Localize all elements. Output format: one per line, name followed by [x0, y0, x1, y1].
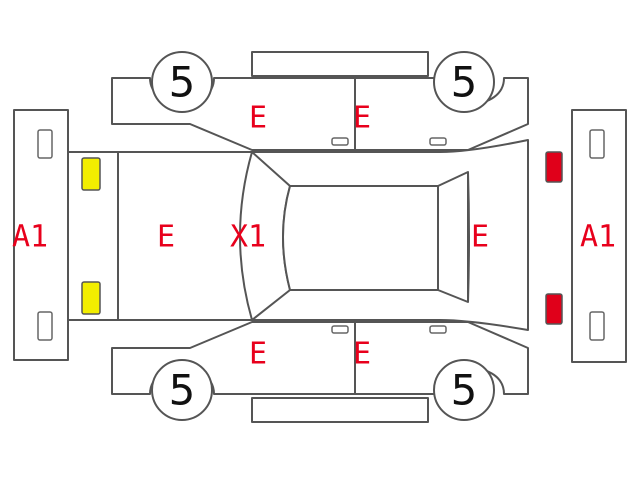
right-front-door-code: E [249, 337, 267, 372]
front-bumper [13, 109, 69, 361]
taillight-icon [545, 151, 563, 183]
wheel-rear-right-label: 5 [451, 366, 478, 415]
right-side-panel [111, 321, 529, 423]
hood-code: E [157, 220, 175, 255]
left-rear-door-code: E [353, 101, 371, 136]
front-bumper-code: A1 [12, 220, 48, 255]
rear-bumper-code: A1 [580, 220, 616, 255]
headlight-icon [81, 281, 101, 315]
headlight-icon [81, 157, 101, 191]
rear-bumper [571, 109, 627, 363]
wheel-rear-left: 5 [433, 51, 495, 113]
wheel-rear-left-label: 5 [451, 58, 478, 107]
left-side-panel [111, 51, 529, 151]
wheel-front-left: 5 [151, 51, 213, 113]
left-front-door-code: E [249, 101, 267, 136]
windshield-code: X1 [230, 220, 266, 255]
wheel-rear-right: 5 [433, 359, 495, 421]
wheel-front-right-label: 5 [169, 366, 196, 415]
right-rear-door-code: E [353, 337, 371, 372]
taillight-icon [545, 293, 563, 325]
car-body-top-view [67, 139, 529, 331]
wheel-front-right: 5 [151, 359, 213, 421]
trunk-code: E [471, 220, 489, 255]
wheel-front-left-label: 5 [169, 58, 196, 107]
